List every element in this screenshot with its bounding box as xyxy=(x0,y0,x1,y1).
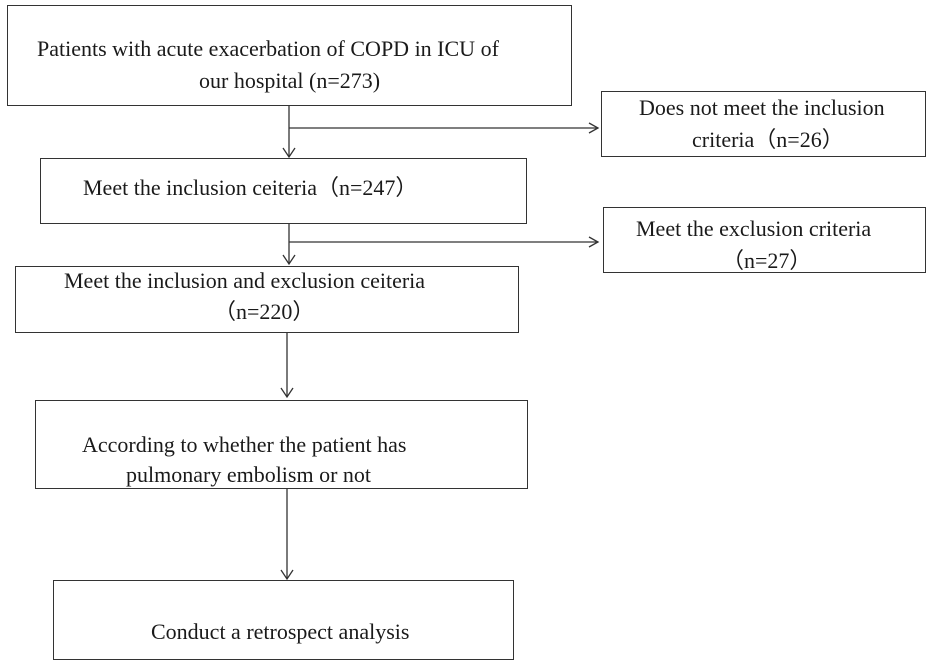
box-step1-patients xyxy=(7,5,572,106)
step2-line1: Meet the inclusion ceiteria（n=247） xyxy=(83,175,418,200)
step1-line2: our hospital (n=273) xyxy=(199,68,381,93)
arrowhead-step1-to-step2 xyxy=(282,147,296,159)
step1-line1: Patients with acute exacerbation of COPD… xyxy=(37,36,499,61)
step5-line1: Conduct a retrospect analysis xyxy=(151,619,410,644)
box-exclusion1 xyxy=(601,91,926,157)
arrowhead-step4-to-step5 xyxy=(280,569,294,581)
step3-line2: （n=220） xyxy=(214,299,315,324)
exclusion2-line2: （n=27） xyxy=(722,248,812,273)
arrowhead-to-exclusion1 xyxy=(588,122,600,134)
exclusion1-line1: Does not meet the inclusion xyxy=(639,95,885,120)
arrowhead-step2-to-step3 xyxy=(282,254,296,266)
arrowhead-step3-to-step4 xyxy=(280,387,294,399)
step4-line2: pulmonary embolism or not xyxy=(126,462,372,487)
arrowhead-to-exclusion2 xyxy=(588,236,600,248)
box-step3-inclusion-exclusion xyxy=(15,266,519,333)
box-step4-grouping xyxy=(35,400,528,489)
box-exclusion2 xyxy=(603,207,926,273)
step4-line1: According to whether the patient has xyxy=(82,432,407,457)
exclusion1-line2: criteria（n=26） xyxy=(692,127,844,152)
box-step2-inclusion xyxy=(40,158,527,224)
exclusion2-line1: Meet the exclusion criteria xyxy=(636,216,872,241)
step3-line1: Meet the inclusion and exclusion ceiteri… xyxy=(64,268,426,293)
box-step5-analysis xyxy=(53,580,514,660)
